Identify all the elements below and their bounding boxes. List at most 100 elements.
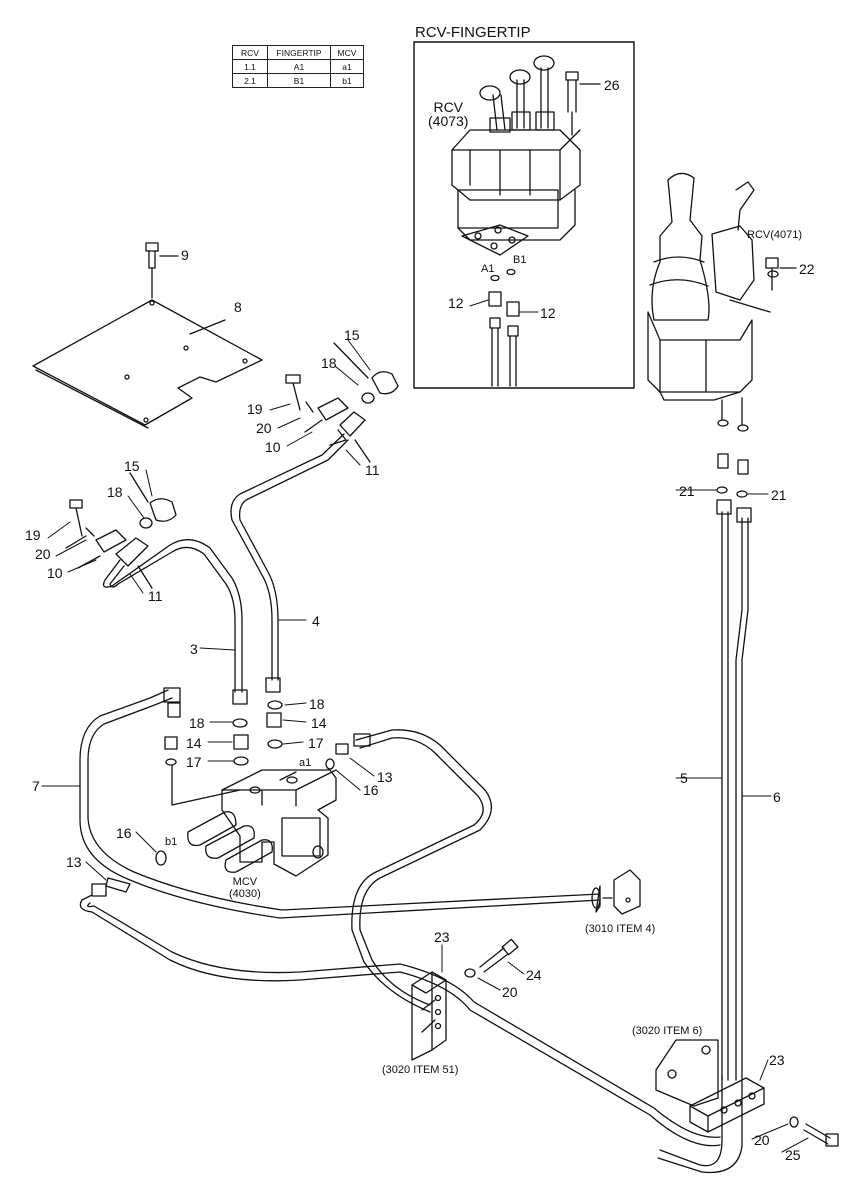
part-callout-10b: 10 [47, 565, 63, 581]
table-header-cell: RCV [232, 45, 268, 60]
component-label-line: RCV(4071) [747, 229, 803, 241]
hose-mcv-left-low [79, 877, 721, 1147]
component-label-line: B1 [513, 254, 527, 266]
part-callout-6: 6 [773, 789, 781, 805]
table-cell: 2.1 [232, 73, 268, 88]
table-header-cell: MCV [330, 45, 364, 60]
part-callout-9: 9 [181, 247, 189, 263]
component-label-line: (3020 ITEM 51) [382, 1064, 459, 1076]
component-label-b1_mcv: b1 [165, 836, 177, 848]
component-label-a1_fingertip: A1 [481, 263, 494, 275]
component-label-b1_fingertip: B1 [513, 254, 526, 266]
component-label-line: a1 [299, 757, 312, 769]
part-callout-16a: 16 [363, 782, 379, 798]
hose-mcv-right [325, 729, 492, 1013]
table-header-cell: FINGERTIP [267, 45, 331, 60]
component-label-ref3010: (3010 ITEM 4) [585, 923, 655, 935]
part-callout-15b: 15 [124, 458, 140, 474]
hose-4 [230, 433, 349, 681]
part-callout-23b: 23 [769, 1052, 785, 1068]
cover-plate [32, 299, 263, 429]
component-label-ref3020_51: (3020 ITEM 51) [382, 1064, 458, 1076]
part-callout-18b: 18 [107, 484, 123, 500]
inset-title: RCV-FINGERTIP [415, 24, 531, 41]
component-label-line: RCV [433, 99, 464, 115]
part-callout-13b: 13 [66, 854, 82, 870]
table-cell: a1 [330, 59, 364, 74]
inset-frame [413, 41, 635, 389]
component-label-line: A1 [481, 263, 495, 275]
component-label-line: MCV [232, 876, 258, 888]
table-cell: b1 [330, 73, 364, 88]
part-callout-20d: 20 [754, 1132, 770, 1148]
component-label-line: (3020 ITEM 6) [632, 1025, 703, 1037]
part-callout-25: 25 [785, 1147, 801, 1163]
table-cell: B1 [267, 73, 331, 88]
part-callout-15a: 15 [344, 327, 360, 343]
part-callout-14b: 14 [186, 735, 202, 751]
component-label-mcv4030: MCV(4030) [229, 876, 261, 900]
clamp-23-right [657, 1074, 765, 1174]
bolt-25 [789, 1116, 839, 1147]
part-callout-11a: 11 [365, 462, 380, 478]
bolt-24 [464, 938, 519, 978]
part-callout-20c: 20 [502, 984, 518, 1000]
component-label-line: (3010 ITEM 4) [585, 923, 656, 935]
component-label-line: (4073) [428, 113, 469, 129]
component-label-rcv4073: RCV(4073) [428, 100, 468, 128]
component-label-line: b1 [165, 836, 178, 848]
fingertip-rcv [451, 55, 601, 387]
part-callout-10a: 10 [265, 439, 281, 455]
part-callout-7: 7 [32, 778, 40, 794]
component-label-a1_mcv: a1 [299, 757, 311, 769]
part-callout-13a: 13 [377, 769, 393, 785]
part-callout-5: 5 [680, 770, 688, 786]
part-callout-19b: 19 [25, 527, 41, 543]
part-callout-24: 24 [526, 967, 542, 983]
part-callout-18c: 18 [309, 696, 325, 712]
table-cell: 1.1 [232, 59, 268, 74]
part-callout-11b: 11 [148, 588, 163, 604]
clamp-23-left [411, 971, 447, 1061]
mcv-fittings [164, 677, 283, 806]
fitting-assembly-upper [285, 342, 399, 463]
part-callout-23a: 23 [434, 929, 450, 945]
mcv-block [187, 769, 337, 877]
part-callout-20a: 20 [256, 420, 272, 436]
component-label-ref3020_6: (3020 ITEM 6) [632, 1025, 702, 1037]
part-callout-19a: 19 [247, 401, 263, 417]
part-callout-22: 22 [799, 261, 815, 277]
part-callout-12b: 12 [540, 305, 556, 321]
part-callout-18a: 18 [321, 355, 337, 371]
part-callout-21a: 21 [679, 483, 695, 499]
leader-lines [41, 299, 809, 1153]
hose-5-6 [716, 419, 752, 1081]
hose-3 [102, 539, 243, 693]
component-label-line: (4030) [229, 888, 261, 900]
bolt-22 [765, 257, 797, 291]
joystick-rcv [647, 172, 771, 425]
part-callout-8: 8 [234, 299, 242, 315]
bolt-9 [145, 242, 179, 299]
bracket-3020-6 [655, 1039, 719, 1107]
part-callout-4: 4 [312, 613, 320, 629]
part-callout-12a: 12 [448, 295, 464, 311]
part-callout-14a: 14 [311, 715, 327, 731]
part-callout-26: 26 [604, 77, 620, 93]
hose-7 [79, 687, 641, 919]
table-cell: A1 [267, 59, 331, 74]
part-callout-21b: 21 [771, 487, 787, 503]
part-callout-17b: 17 [186, 754, 202, 770]
part-callout-17a: 17 [308, 735, 324, 751]
part-callout-3: 3 [190, 641, 198, 657]
part-callout-20b: 20 [35, 546, 51, 562]
component-label-rcv4071: RCV(4071) [747, 229, 802, 241]
fitting-assembly-left [65, 472, 177, 589]
part-callout-16b: 16 [116, 825, 132, 841]
